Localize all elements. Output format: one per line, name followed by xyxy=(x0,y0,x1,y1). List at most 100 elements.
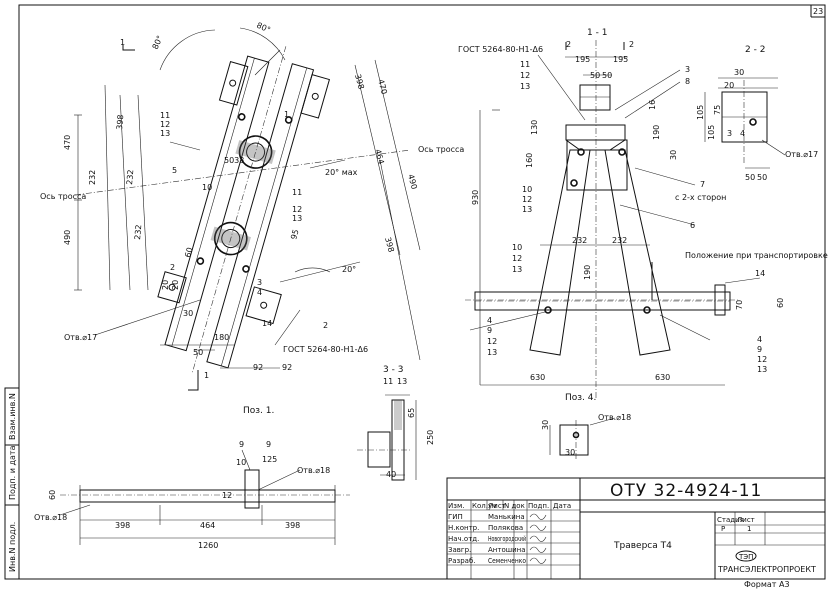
pos-p7-s11: 7 xyxy=(700,180,705,189)
dim-50: 50 xyxy=(193,348,203,357)
pos-p13-s33: 13 xyxy=(397,377,407,386)
pos-p1-mark-bottom: 1 xyxy=(204,371,209,380)
pos-p8-s11: 8 xyxy=(685,77,690,86)
label-hole18-right: Отв.⌀18 xyxy=(598,413,631,422)
sheet-format: Формат А3 xyxy=(744,580,790,589)
stamp-header-2: Лист xyxy=(488,502,506,510)
label-angle-80a: 80° xyxy=(151,34,165,51)
view-title-section-22: 2 - 2 xyxy=(745,45,765,55)
pos-p13-mid: 13 xyxy=(292,214,302,223)
dim-92-b: 92 xyxy=(282,363,292,372)
pos-p10-s11: 10 xyxy=(522,185,532,194)
view-title-section-11: 1 - 1 xyxy=(587,28,607,38)
pos-p13-s11c: 13 xyxy=(512,265,522,274)
dim-60-bottom: 60 xyxy=(48,490,57,500)
label-transport: Положение при транспортировке xyxy=(685,251,828,260)
view-poz1 xyxy=(74,27,421,391)
dim-398-bottom-a: 398 xyxy=(115,521,130,530)
dim-30-hole-a: 30 xyxy=(541,420,550,430)
dim-20-s22a: 20 xyxy=(724,81,734,90)
pos-p12-s11d: 12 xyxy=(487,337,497,346)
sheet-label: Лист xyxy=(737,516,755,524)
dim-50-b: 50 xyxy=(602,71,612,80)
dim-232-mid: 232 xyxy=(125,169,135,185)
dim-70: 70 xyxy=(735,300,744,310)
dim-5033: 5033 xyxy=(224,156,244,165)
dim-65: 65 xyxy=(407,408,416,418)
dim-630-a: 630 xyxy=(530,373,545,382)
side-label-replacement: Взам.инв.N xyxy=(8,393,17,440)
label-hole17-right: Отв.⌀17 xyxy=(785,150,818,159)
side-margin-strip: Инв.N подл. Подп. и дата Взам.инв.N xyxy=(4,387,20,580)
dim-105-a: 105 xyxy=(696,105,705,120)
stamp-name-4: Семенченко xyxy=(488,557,526,565)
dim-20-p1a: 20 xyxy=(161,280,170,290)
dim-190: 190 xyxy=(652,125,661,140)
stamp-name-3: Антошина xyxy=(488,546,526,554)
dim-50-s22b: 50 xyxy=(757,173,767,182)
pos-p9-s11b: 9 xyxy=(757,345,762,354)
dim-232-s11b: 232 xyxy=(612,236,627,245)
pos-p13-s11b: 13 xyxy=(522,205,532,214)
pos-p12-s11e: 12 xyxy=(757,355,767,364)
pos-p4-s22: 4 xyxy=(740,129,745,138)
dim-398-right: 398 xyxy=(353,73,366,90)
dim-464: 464 xyxy=(373,148,386,165)
label-cable-axis-1: Ось тросса xyxy=(40,192,86,201)
pos-p12-beam: 12 xyxy=(222,491,232,500)
pos-p12-mid: 12 xyxy=(292,205,302,214)
stamp-header-4: Подп. xyxy=(528,502,549,510)
side-label-signature-date: Подп. и дата xyxy=(8,445,17,500)
doc-designation: ОТУ 32-4924-11 xyxy=(610,481,762,501)
pos-p13-left: 13 xyxy=(160,129,170,138)
pos-p10-left: 10 xyxy=(202,183,212,192)
view-title-poz4: Поз. 4. xyxy=(565,393,596,403)
dim-40: 40 xyxy=(386,470,396,479)
pos-p5: 5 xyxy=(172,166,177,175)
stamp-role-2: Нач.отд. xyxy=(448,535,479,543)
stamp-role-4: Разраб. xyxy=(448,557,476,565)
label-max20: 20° мах xyxy=(325,168,358,177)
pos-p9-beam-a: 9 xyxy=(239,440,244,449)
pos-p3-left: 3 xyxy=(257,278,262,287)
pos-p12-s11c: 12 xyxy=(512,254,522,263)
label-angle-80b: 80° xyxy=(255,21,272,35)
stamp-role-1: Н.контр. xyxy=(448,524,479,532)
label-two-sides: с 2-х сторон xyxy=(675,193,726,202)
view-section-33 xyxy=(357,394,417,481)
pos-p9-beam-b: 9 xyxy=(266,440,271,449)
pos-p12-s11b: 12 xyxy=(522,195,532,204)
dim-30-s11: 30 xyxy=(669,150,678,160)
dim-398-left: 398 xyxy=(115,114,125,130)
pos-p11-s11: 11 xyxy=(520,60,530,69)
title-block xyxy=(446,477,826,580)
dim-470: 470 xyxy=(63,135,72,150)
dim-195-a: 195 xyxy=(575,55,590,64)
pos-p13-s11e: 13 xyxy=(757,365,767,374)
dim-232-left: 232 xyxy=(88,170,97,185)
dim-50-a: 50 xyxy=(590,71,600,80)
label-hole17-left: Отв.⌀17 xyxy=(64,333,97,342)
dim-464-bottom: 464 xyxy=(200,521,215,530)
view-title-poz1: Поз. 1. xyxy=(243,406,274,416)
pos-p12-left: 12 xyxy=(160,120,170,129)
page-number: 23 xyxy=(813,7,823,16)
view-hole-detail xyxy=(549,417,616,460)
dim-92-a: 92 xyxy=(253,363,263,372)
pos-p14-s11: 14 xyxy=(755,269,765,278)
pos-p3-s22: 3 xyxy=(727,129,732,138)
pos-p10-s11c: 10 xyxy=(512,243,522,252)
view-poz4 xyxy=(465,40,761,400)
dim-125: 125 xyxy=(262,455,277,464)
view-title-section-33: 3 - 3 xyxy=(383,365,403,375)
label-gost-bottom: ГОСТ 5264-80-Н1-Δ6 xyxy=(283,345,368,354)
dim-105-b: 105 xyxy=(707,125,716,140)
dim-20-p1b: 20 xyxy=(171,280,180,290)
stamp-header-0: Изм. xyxy=(448,502,464,510)
pos-p13-s11: 13 xyxy=(520,82,530,91)
company-logo: ТЭП xyxy=(738,553,753,561)
label-gost-top: ГОСТ 5264-80-Н1-Δ6 xyxy=(458,45,543,54)
label-cable-axis-2: Ось тросса xyxy=(418,145,464,154)
dim-95: 95 xyxy=(289,228,300,240)
